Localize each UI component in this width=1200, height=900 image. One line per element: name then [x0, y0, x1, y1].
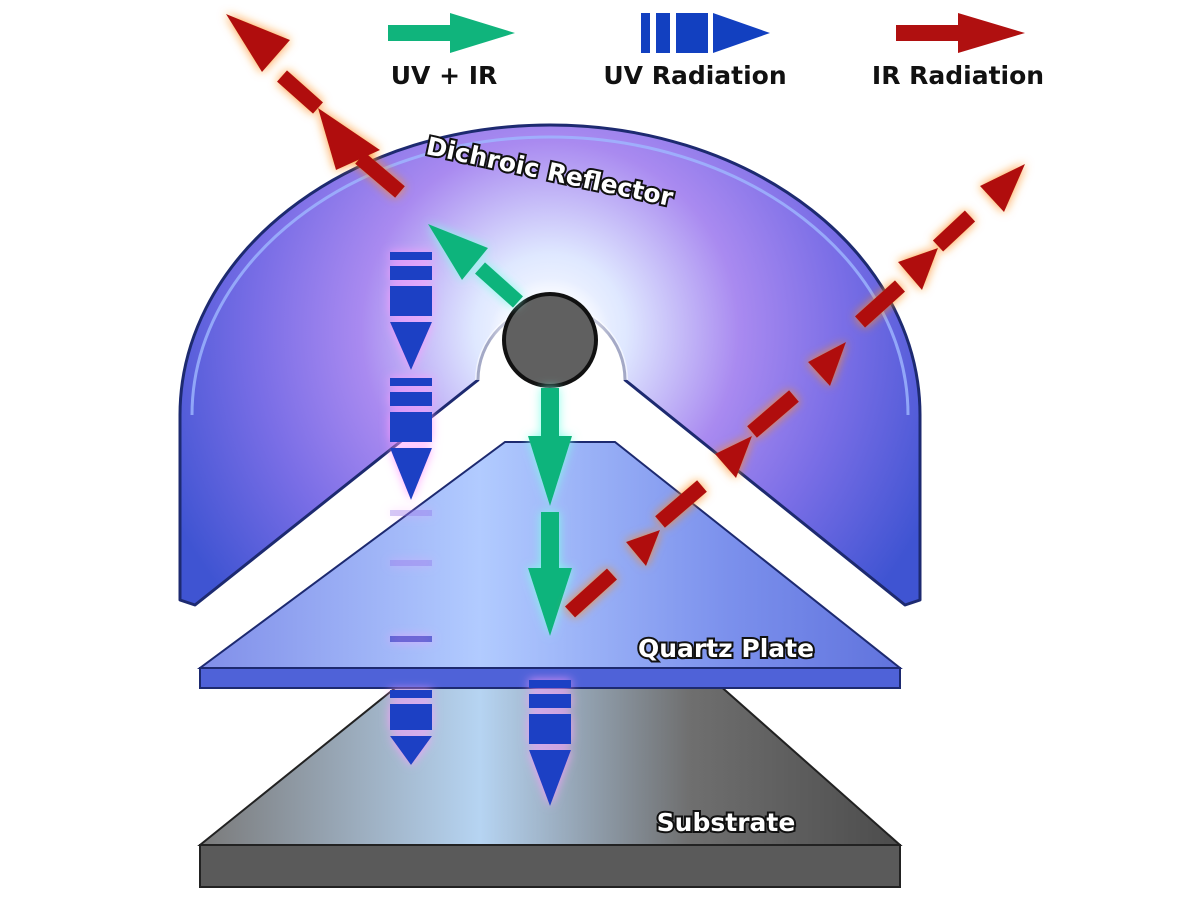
legend: UV + IR UV Radiation IR Radiation [388, 13, 1044, 90]
ir-arrow-right [564, 164, 1025, 618]
substrate-label: Substrate [657, 808, 796, 837]
legend-uv-ir-arrow [388, 13, 515, 53]
uv-arrow-center-lower [529, 680, 571, 806]
lamp-bulb [502, 292, 598, 388]
legend-uv-arrow [641, 13, 770, 53]
uv-ir-arrow-down [528, 388, 572, 636]
quartz-plate-label: Quartz Plate [638, 634, 814, 663]
uv-arrow-left [390, 252, 432, 500]
legend-ir-arrow [896, 13, 1025, 53]
legend-uv-label: UV Radiation [603, 61, 786, 90]
lamp [488, 278, 612, 402]
legend-ir-label: IR Radiation [872, 61, 1044, 90]
legend-uv-ir-label: UV + IR [391, 61, 498, 90]
uv-ir-arrow-up [428, 224, 524, 308]
ir-arrow-upper-left [226, 14, 405, 198]
uv-arrow-left-lower [390, 510, 432, 765]
